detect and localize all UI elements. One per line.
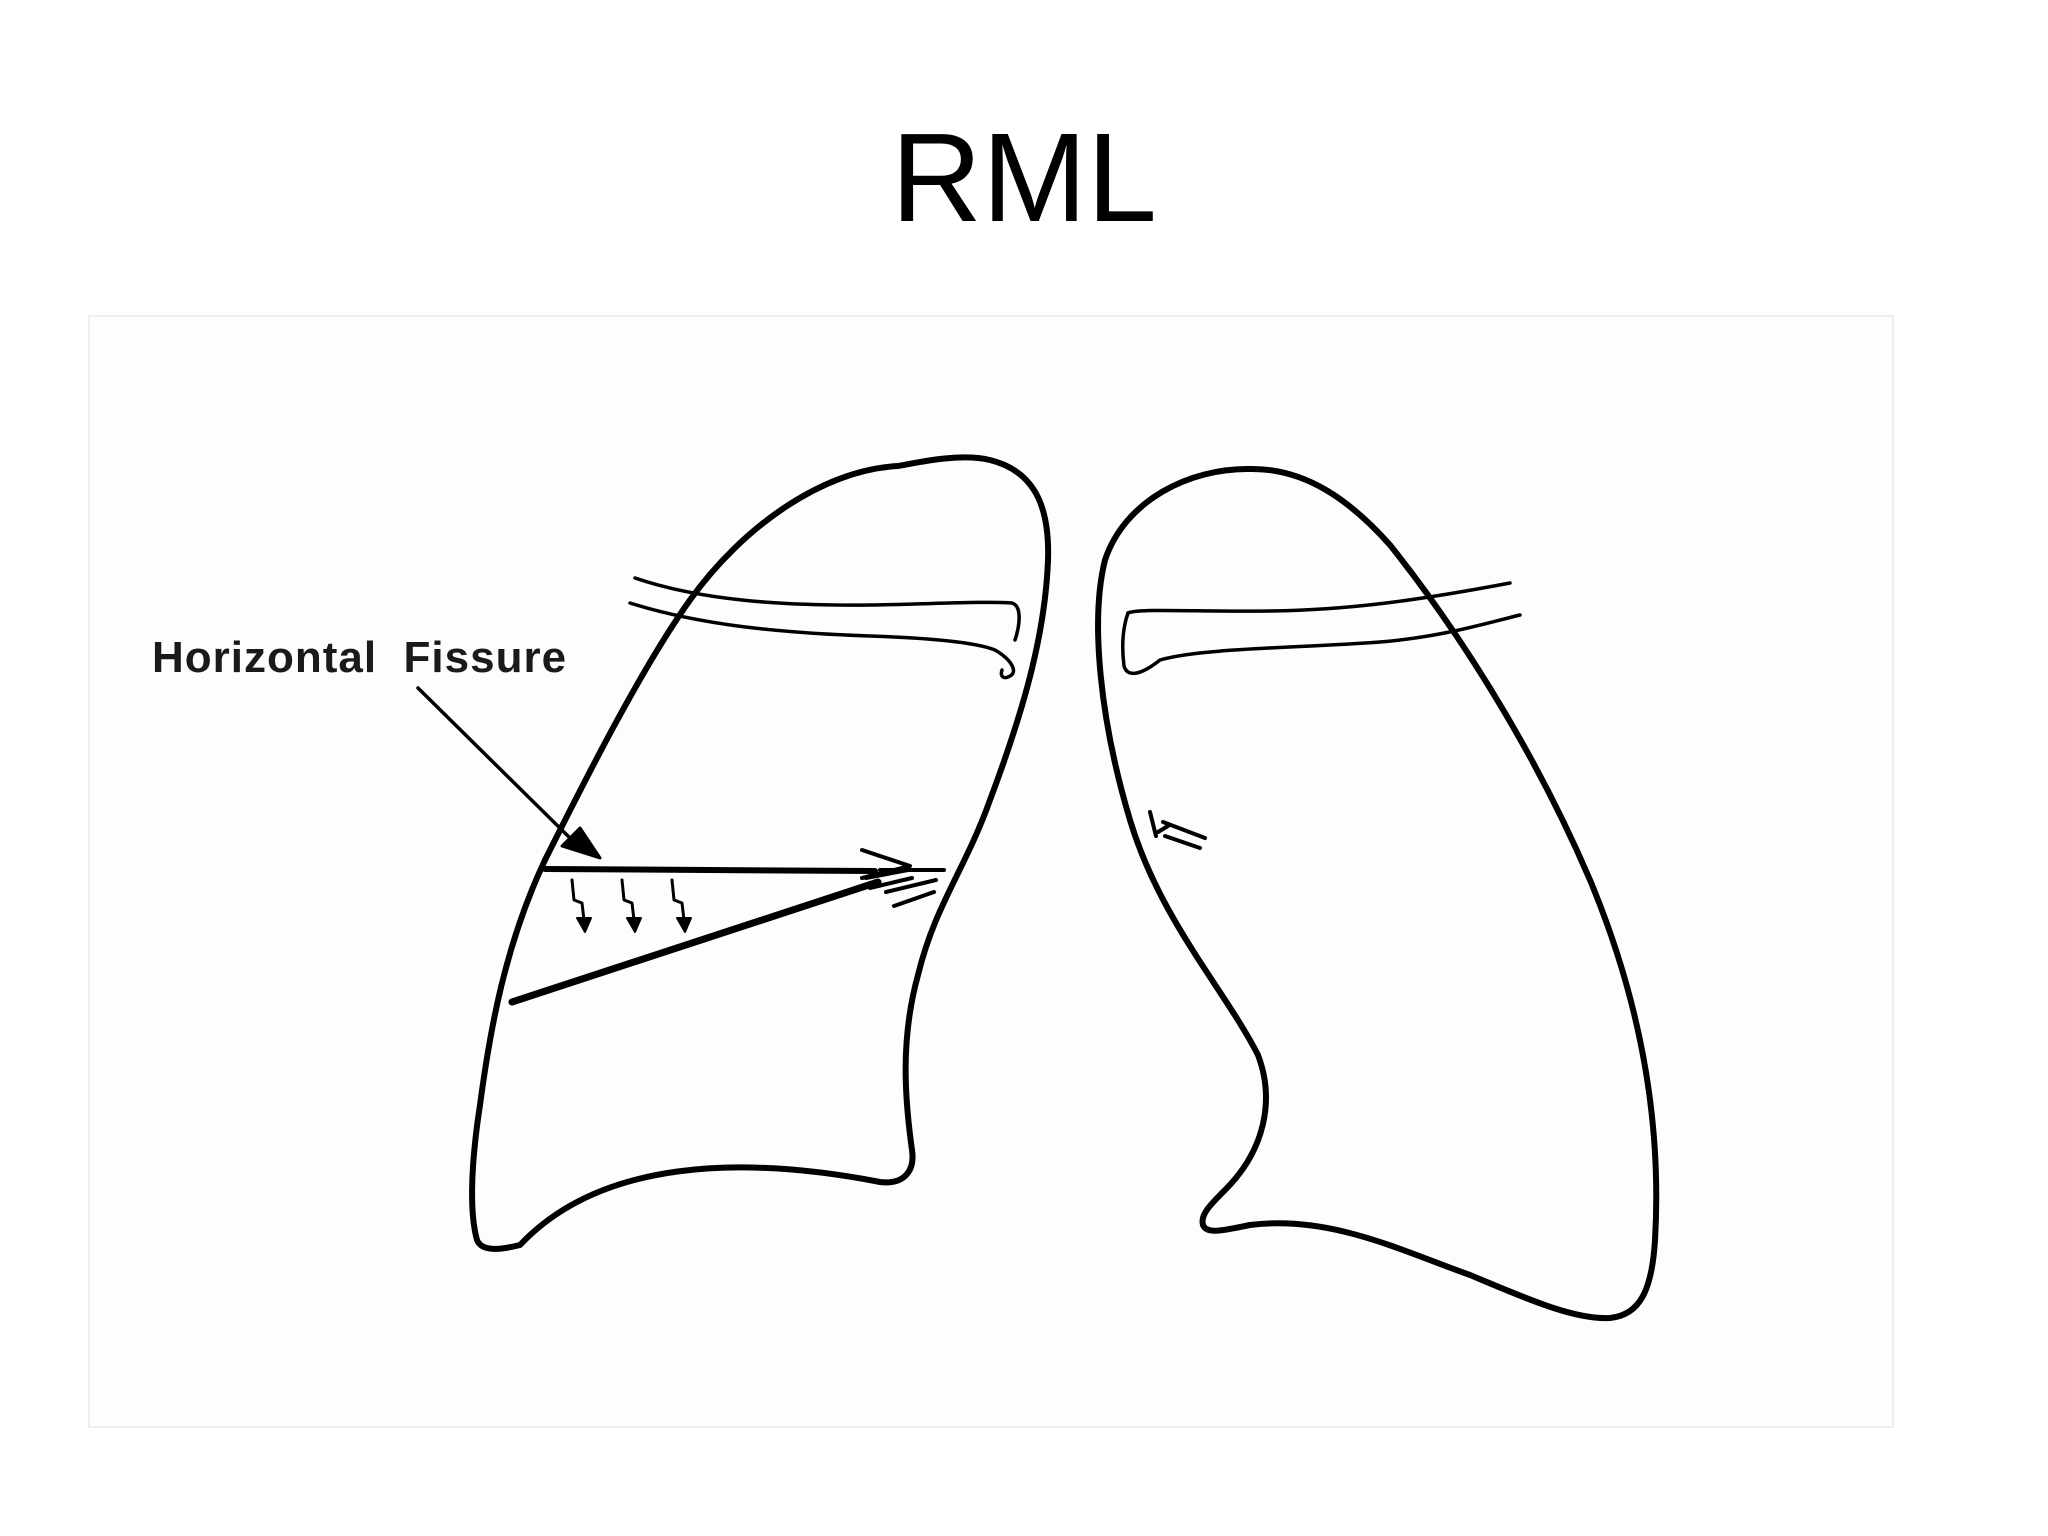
down-arrow-1-head bbox=[576, 917, 592, 933]
left-clavicle-upper bbox=[1126, 581, 1512, 615]
down-arrow-1 bbox=[570, 878, 586, 922]
down-arrow-2-head bbox=[626, 917, 642, 933]
horizontal-fissure-line bbox=[542, 866, 878, 874]
displaced-fissure-line bbox=[508, 878, 882, 1006]
displacement-arrows bbox=[570, 878, 692, 933]
down-arrow-3-head bbox=[676, 917, 692, 933]
left-lung-outline bbox=[1095, 465, 1660, 1322]
figure-panel bbox=[88, 315, 1894, 1428]
right-clavicle-upper bbox=[633, 576, 1021, 642]
slide-title: RML bbox=[890, 107, 1158, 248]
label-leader-arrowhead bbox=[560, 826, 602, 860]
down-arrow-3 bbox=[670, 878, 686, 922]
down-arrow-2 bbox=[620, 878, 636, 922]
fissure-hilum-mark bbox=[878, 868, 946, 908]
label-leader-line bbox=[416, 686, 572, 840]
left-hilum-mark bbox=[1148, 810, 1207, 850]
right-lung-outline bbox=[469, 454, 1052, 1252]
right-clavicle-lower bbox=[628, 601, 1016, 680]
left-clavicle-lower bbox=[1121, 611, 1522, 676]
horizontal-fissure-label: Horizontal Fissure bbox=[152, 633, 567, 682]
